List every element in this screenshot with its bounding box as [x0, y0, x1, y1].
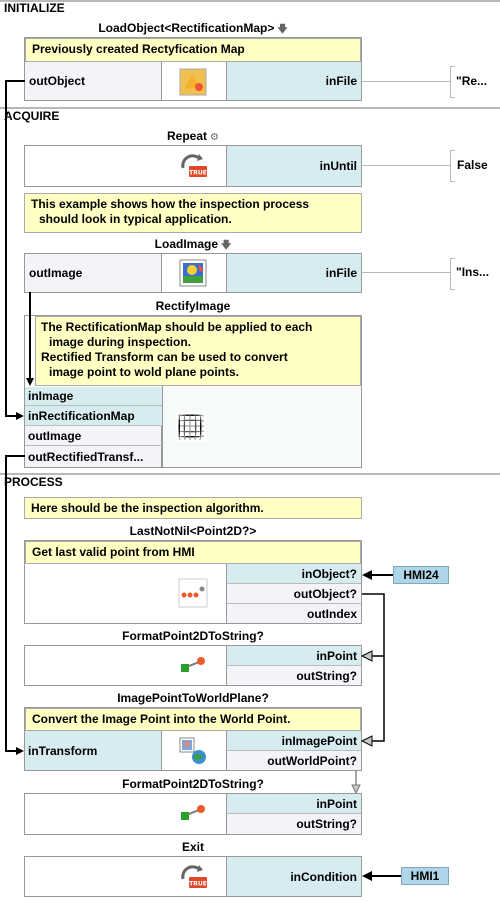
- value-bracket-top: [450, 258, 455, 259]
- in-until-port[interactable]: inUntil: [226, 146, 361, 186]
- out-world-point-port[interactable]: outWorldPoint?: [226, 751, 361, 770]
- out-image-port[interactable]: outImage: [25, 254, 162, 292]
- connector-line: [362, 272, 450, 273]
- section-process-label: PROCESS: [4, 475, 63, 489]
- arrow-down-icon: 🡇: [277, 24, 288, 35]
- load-image-title-text: LoadImage: [154, 237, 219, 251]
- load-object-title-text: LoadObject<RectificationMap>: [98, 21, 275, 35]
- in-rectification-map-port[interactable]: inRectificationMap: [25, 406, 162, 426]
- image-to-world-icon: [177, 735, 209, 767]
- in-object-port[interactable]: inObject?: [226, 564, 361, 584]
- value-bracket-top: [450, 150, 455, 151]
- section-divider: [0, 473, 500, 475]
- arrow-down-icon: 🡇: [221, 240, 232, 251]
- value-bracket-top: [450, 66, 455, 67]
- rectify-out-image-port[interactable]: outImage: [25, 426, 162, 446]
- acquire-comment: This example shows how the inspection pr…: [24, 193, 362, 233]
- process-comment: Here should be the inspection algorithm.: [24, 497, 362, 519]
- section-initialize-label: INITIALIZE: [4, 1, 65, 15]
- load-object-comment: Previously created Rectyfication Map: [25, 38, 361, 62]
- svg-text:TRUE: TRUE: [189, 881, 207, 888]
- value-bracket: [450, 150, 451, 182]
- format1-title[interactable]: FormatPoint2DToString?: [122, 629, 264, 643]
- format1-icon: [177, 650, 209, 680]
- value-bracket-bottom: [450, 181, 455, 182]
- exit-icon: TRUE: [177, 861, 209, 893]
- format2-icon: [177, 798, 209, 828]
- load-object-icon: [178, 67, 208, 97]
- value-bracket: [450, 66, 451, 98]
- rectify-comment-line1: The RectificationMap should be applied t…: [41, 320, 313, 334]
- in-image-port[interactable]: inImage: [25, 387, 162, 406]
- format2-in-point-port[interactable]: inPoint: [226, 794, 361, 814]
- image-to-world-comment: Convert the Image Point into the World P…: [25, 708, 361, 731]
- out-index-port[interactable]: outIndex: [226, 604, 361, 623]
- out-object-port[interactable]: outObject: [25, 62, 162, 100]
- format1-in-point-port[interactable]: inPoint: [226, 646, 361, 666]
- rectify-comment-line4: image point to wold plane points.: [49, 365, 239, 379]
- connector-line: [362, 165, 450, 166]
- in-condition-port[interactable]: inCondition: [226, 857, 361, 896]
- value-bracket: [450, 258, 451, 290]
- in-transform-port[interactable]: inTransform: [25, 731, 162, 770]
- out-rectified-transform-port[interactable]: outRectifiedTransf...: [25, 446, 162, 467]
- format2-out-string-port[interactable]: outString?: [226, 814, 361, 834]
- gear-icon: ⚙: [210, 132, 219, 143]
- in-until-value[interactable]: False: [457, 158, 488, 172]
- rectify-comment-line2: image during inspection.: [49, 335, 192, 349]
- last-not-nil-title[interactable]: LastNotNil<Point2D?>: [129, 524, 257, 538]
- load-image-icon: [178, 258, 208, 288]
- svg-text:TRUE: TRUE: [189, 170, 207, 177]
- load-image-title[interactable]: LoadImage🡇: [24, 237, 362, 255]
- section-divider: [0, 107, 500, 109]
- rectify-comment-line3: Rectified Transform can be used to conve…: [41, 350, 288, 364]
- load-object-title[interactable]: LoadObject<RectificationMap>🡇: [24, 21, 362, 39]
- in-image-point-port[interactable]: inImagePoint: [226, 731, 361, 751]
- repeat-icon: TRUE: [177, 150, 209, 182]
- connector-line: [362, 81, 450, 82]
- hmi24-badge[interactable]: HMI24: [393, 566, 449, 584]
- last-not-nil-icon: [178, 578, 208, 608]
- repeat-title-text: Repeat: [167, 129, 208, 143]
- value-bracket-bottom: [450, 97, 455, 98]
- hmi1-badge[interactable]: HMI1: [401, 867, 449, 885]
- exit-title[interactable]: Exit: [181, 840, 204, 854]
- repeat-title[interactable]: Repeat⚙: [24, 129, 362, 143]
- load-image-in-file-value[interactable]: "Ins...: [456, 265, 490, 279]
- acquire-comment-line1: This example shows how the inspection pr…: [31, 197, 310, 211]
- format2-title[interactable]: FormatPoint2DToString?: [122, 777, 264, 791]
- load-image-in-file-port[interactable]: inFile: [226, 254, 361, 292]
- section-divider: [0, 0, 500, 2]
- grid-icon: [176, 412, 206, 442]
- last-not-nil-comment: Get last valid point from HMI: [25, 541, 361, 564]
- image-to-world-title[interactable]: ImagePointToWorldPlane?: [117, 691, 269, 705]
- in-file-value[interactable]: "Re...: [456, 74, 488, 88]
- in-file-port[interactable]: inFile: [226, 62, 361, 100]
- acquire-comment-line2: should look in typical application.: [39, 212, 232, 226]
- format1-out-string-port[interactable]: outString?: [226, 666, 361, 685]
- rectify-image-comment: The RectificationMap should be applied t…: [35, 316, 361, 386]
- rectify-image-title[interactable]: RectifyImage: [155, 299, 231, 313]
- value-bracket-bottom: [450, 289, 455, 290]
- out-object-nil-port[interactable]: outObject?: [226, 584, 361, 604]
- section-acquire-label: ACQUIRE: [4, 109, 60, 123]
